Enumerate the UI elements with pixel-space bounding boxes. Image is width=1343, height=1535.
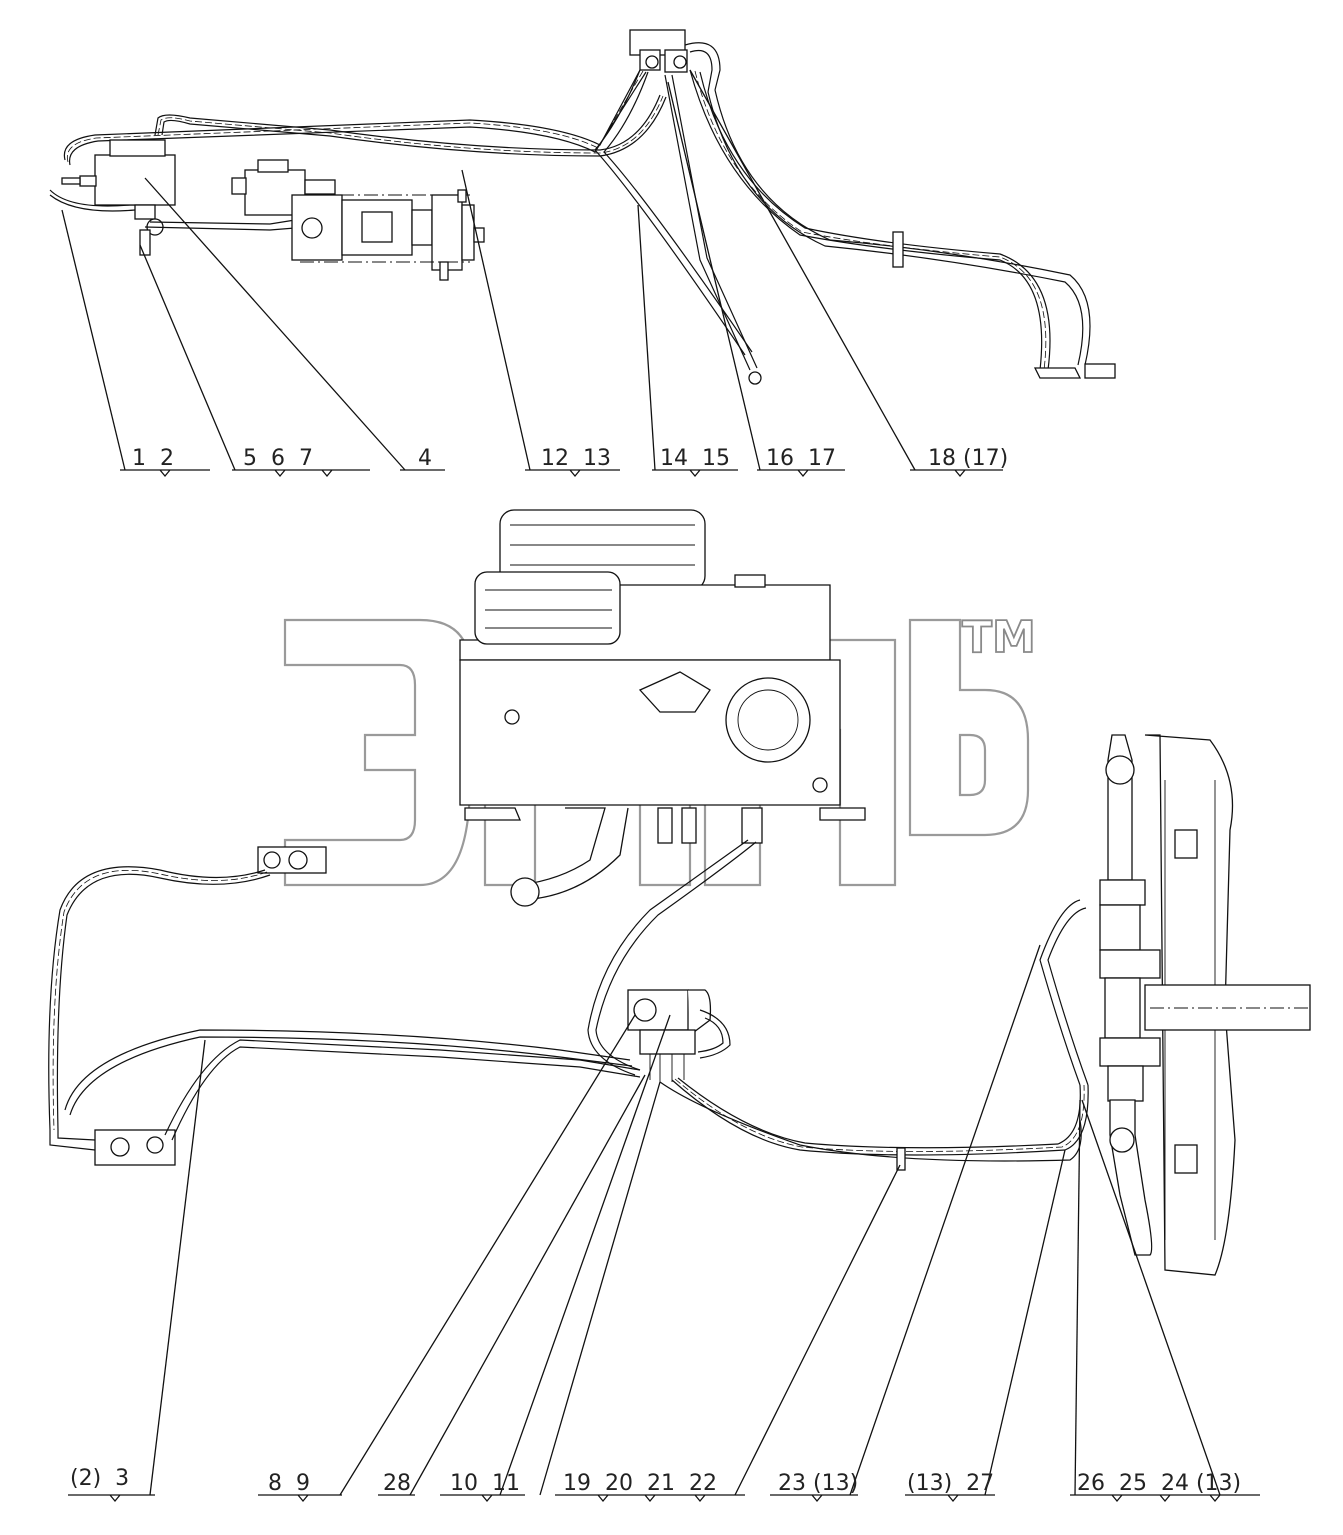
- callout-label: 28: [383, 1471, 411, 1496]
- callout-label: (2) 3: [70, 1466, 129, 1491]
- top-valve-assembly: [49, 29, 1116, 385]
- callout-label: 10 11: [450, 1471, 520, 1496]
- callout-label: 8 9: [268, 1471, 310, 1496]
- tank-lower-cooler: [474, 571, 621, 645]
- lower-left-assembly: [48, 846, 641, 1166]
- bottom-leader-lines: [68, 944, 1260, 1503]
- top-leader-lines: [61, 69, 1003, 478]
- steering-cylinder: [1099, 734, 1311, 1276]
- steering-unit: [627, 899, 1089, 1171]
- hydraulic-tank: [459, 509, 866, 1076]
- callout-label: 14 15: [660, 446, 730, 471]
- callout-label: 19 20 21 22: [563, 1471, 717, 1496]
- callout-label: 4: [418, 446, 432, 471]
- callout-label: 26 25 24 (13): [1077, 1471, 1241, 1496]
- callout-label: 18 (17): [928, 446, 1008, 471]
- callout-label: (13) 27: [907, 1471, 994, 1496]
- trademark-symbol: TM: [962, 612, 1036, 663]
- callout-label: 23 (13): [778, 1471, 858, 1496]
- callout-label: 12 13: [541, 446, 611, 471]
- callout-label: 5 6 7: [243, 446, 313, 471]
- callout-labels: 1 2 5 6 7 4 12 13 14 15 16 17 18 (17) (2…: [70, 446, 1241, 1496]
- callout-label: 16 17: [766, 446, 836, 471]
- callout-label: 1 2: [132, 446, 174, 471]
